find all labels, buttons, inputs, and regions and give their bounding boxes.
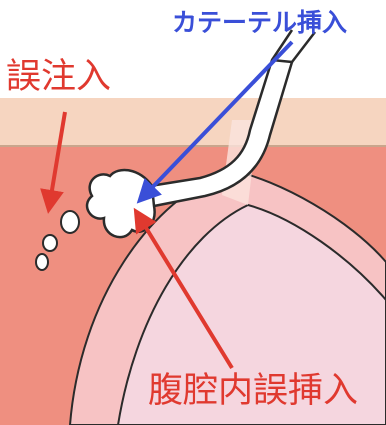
misinjection-label: 誤注入 <box>6 60 111 95</box>
fluid-droplet <box>61 211 79 233</box>
intraperitoneal-misinsertion-label: 腹腔内誤挿入 <box>148 374 358 409</box>
fluid-droplet <box>43 235 57 251</box>
catheter-insertion-label: カテーテル挿入 <box>172 10 347 35</box>
fluid-droplet <box>36 254 48 270</box>
skin-layer <box>0 98 386 146</box>
